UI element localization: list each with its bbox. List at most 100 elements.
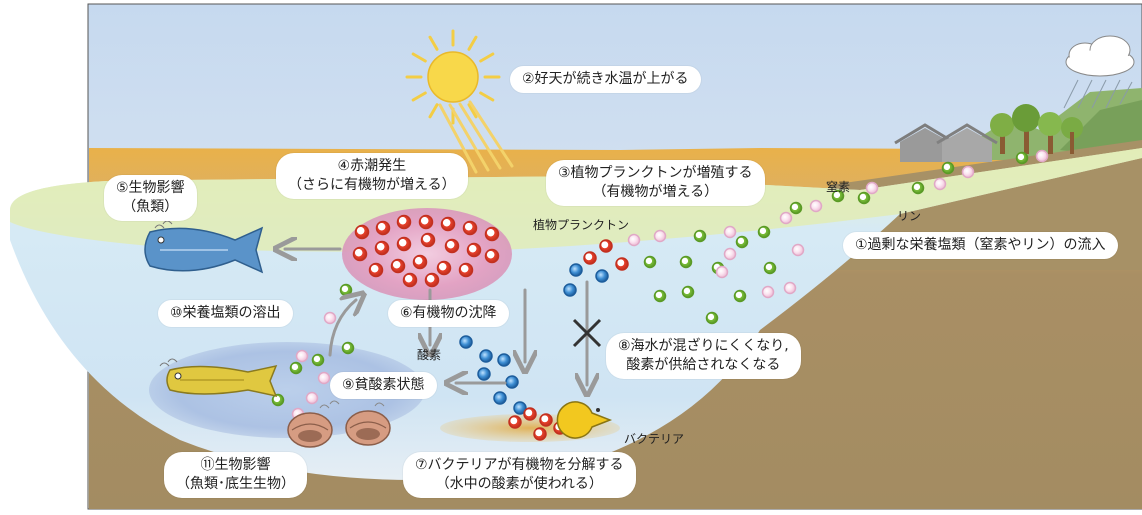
pink-particle <box>317 371 331 385</box>
green-particle <box>339 283 353 297</box>
sun-ray <box>411 91 427 102</box>
green-particle <box>679 255 693 269</box>
sun-ray <box>479 91 495 102</box>
red-particle <box>599 239 613 253</box>
pink-particle <box>653 229 667 243</box>
sun-ray <box>411 52 427 63</box>
blue-particle <box>569 263 583 277</box>
green-particle <box>693 229 707 243</box>
green-particle <box>653 289 667 303</box>
pink-particle <box>305 391 319 405</box>
pink-particle <box>865 181 879 195</box>
fish-icon <box>144 220 264 274</box>
green-particle <box>733 289 747 303</box>
pink-particle <box>783 281 797 295</box>
red-particle <box>412 254 428 270</box>
sun-ray <box>467 103 478 119</box>
sun-ray <box>428 103 439 119</box>
pink-particle <box>723 225 737 239</box>
red-particle <box>523 407 537 421</box>
green-particle <box>941 161 955 175</box>
green-particle <box>289 361 303 375</box>
red-particle <box>352 246 368 262</box>
red-particle <box>462 220 478 236</box>
green-particle <box>1015 151 1029 165</box>
green-particle <box>311 353 325 367</box>
pink-particle <box>761 285 775 299</box>
red-particle <box>539 413 553 427</box>
green-particle <box>271 393 285 407</box>
label-nutrient-release: ⑩栄養塩類の溶出 <box>158 300 293 327</box>
green-particle <box>705 311 719 325</box>
label-sunny-weather: ②好天が続き水温が上がる <box>510 66 701 93</box>
shellfish-icon <box>287 400 391 448</box>
green-particle <box>643 255 657 269</box>
green-particle <box>757 225 771 239</box>
label-sedimentation: ⑥有機物の沈降 <box>388 300 509 327</box>
green-particle <box>831 189 845 203</box>
label-fish-impact: ⑤生物影響（魚類） <box>104 175 197 221</box>
label-red-tide: ④赤潮発生（さらに有機物が増える） <box>276 153 468 199</box>
red-particle <box>508 415 522 429</box>
green-particle <box>857 191 871 205</box>
red-particle <box>444 238 460 254</box>
label-poor-mixing: ⑧海水が混ざりにくくなり,酸素が供給されなくなる <box>606 333 801 379</box>
green-particle <box>341 341 355 355</box>
red-particle <box>390 258 406 274</box>
red-particle <box>424 272 440 288</box>
blue-particle <box>505 375 519 389</box>
label-bacterial-decomposition: ⑦バクテリアが有機物を分解する（水中の酸素が使われる） <box>403 452 636 498</box>
pink-particle <box>723 247 737 261</box>
pink-particle <box>627 233 641 247</box>
pink-particle <box>779 211 793 225</box>
pink-particle <box>933 177 947 191</box>
green-particle <box>911 181 925 195</box>
pink-particle <box>1035 149 1049 163</box>
blue-particle <box>477 367 491 381</box>
label-phosphorus: リン <box>897 209 922 223</box>
house-icon <box>894 123 998 162</box>
red-particle <box>484 248 500 264</box>
pink-particle <box>791 243 805 257</box>
fish-icon <box>159 358 278 398</box>
blue-particle <box>513 401 527 415</box>
pink-particle <box>809 199 823 213</box>
red-particle <box>368 262 384 278</box>
arrow-nutrient-release <box>328 300 356 357</box>
green-particle <box>681 285 695 299</box>
label-phytoplankton: 植物プランクトン <box>533 218 630 232</box>
sun-icon <box>405 29 514 174</box>
sun-ray <box>467 35 478 51</box>
green-particle <box>789 201 803 215</box>
green-particle <box>763 261 777 275</box>
blue-particle <box>497 353 511 367</box>
red-particle <box>436 260 452 276</box>
cloud-icon <box>1065 35 1135 77</box>
bacteria-icon <box>556 401 613 439</box>
sun-ray <box>428 35 439 51</box>
label-nitrogen: 窒素 <box>826 180 851 194</box>
sun-ray <box>479 52 495 63</box>
blue-particle <box>479 349 493 363</box>
cross-mark-icon <box>572 318 602 348</box>
label-benthic-impact: ⑪生物影響（魚類･底生生物） <box>164 452 307 498</box>
pink-particle <box>323 311 337 325</box>
red-particle <box>396 236 412 252</box>
blue-particle <box>493 391 507 405</box>
blue-particle <box>459 335 473 349</box>
label-plankton-growth: ③植物プランクトンが増殖する（有機物が増える） <box>546 160 765 206</box>
rain-icon <box>1063 79 1133 109</box>
pink-particle <box>715 265 729 279</box>
red-particle <box>458 262 474 278</box>
red-particle <box>440 216 456 232</box>
red-particle <box>420 232 436 248</box>
tree-icon <box>990 104 1083 154</box>
red-particle <box>396 214 412 230</box>
green-particle <box>735 235 749 249</box>
pink-particle <box>961 165 975 179</box>
red-particle <box>402 272 418 288</box>
red-particle <box>583 251 597 265</box>
label-bacteria: バクテリア <box>624 432 685 446</box>
red-particle <box>466 242 482 258</box>
